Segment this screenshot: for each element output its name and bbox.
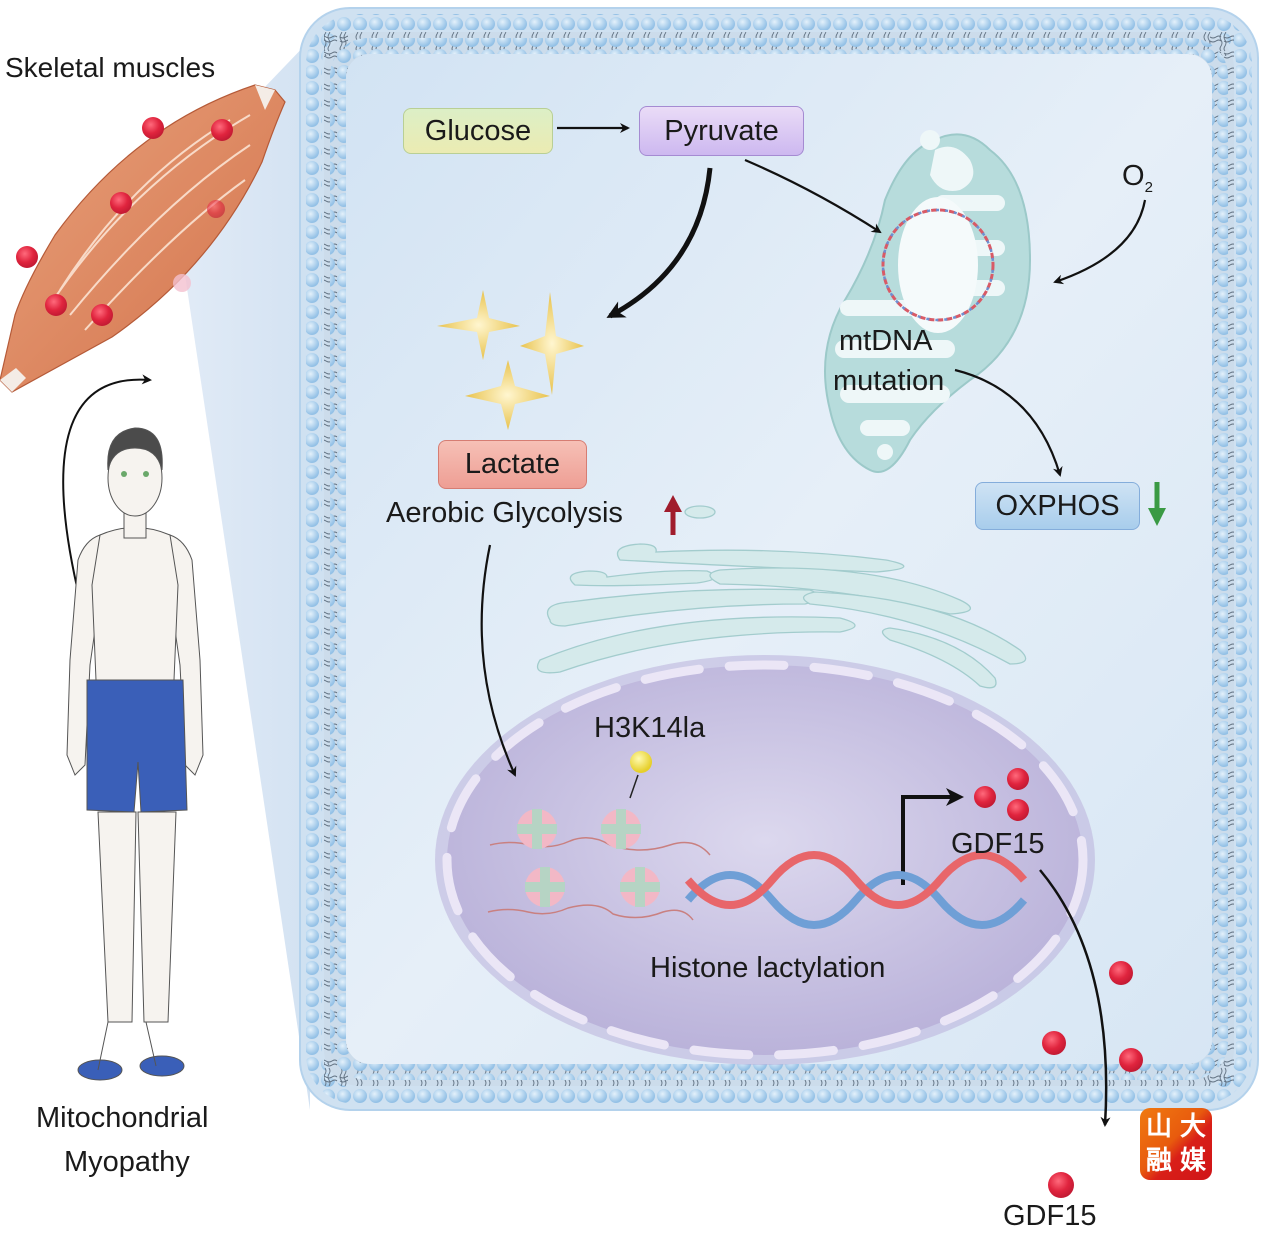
pyruvate-box: Pyruvate: [639, 106, 804, 156]
down-arrow-icon: [1148, 482, 1166, 526]
watermark-char: 融: [1145, 1146, 1172, 1176]
up-arrow-icon: [664, 495, 682, 535]
dna-helix-icon: [684, 851, 1028, 929]
skeletal-muscle-icon: [0, 84, 286, 393]
watermark-char: 媒: [1179, 1146, 1206, 1176]
transcription-start-arrow: [901, 788, 964, 885]
nucleosome: [525, 867, 565, 907]
watermark-char: 大: [1179, 1112, 1206, 1142]
mitochondrion: [824, 130, 1032, 473]
o2-subscript: 2: [1144, 178, 1153, 196]
glucose-box: Glucose: [403, 108, 553, 154]
arrow-pyruvate-to-mitochondrion: [744, 158, 882, 234]
mtdna-label-line2: mutation: [833, 365, 945, 397]
oxphos-box: OXPHOS: [975, 482, 1140, 530]
lactate-box: Lactate: [438, 440, 587, 489]
mtdna-label-line1: mtDNA: [839, 325, 933, 357]
golgi-apparatus: [536, 505, 1027, 689]
watermark-char: 山: [1145, 1112, 1172, 1142]
chromatin: [487, 751, 711, 921]
disease-label-line1: Mitochondrial: [36, 1102, 209, 1134]
gdf15-secreted-label: GDF15: [1003, 1200, 1097, 1232]
nucleus: [435, 655, 1095, 1065]
watermark-logo: 山 大 融 媒: [1140, 1108, 1212, 1180]
lactate-label: Lactate: [464, 448, 561, 480]
gdf15-proteins: [974, 768, 1143, 1198]
arrow-o2-to-mitochondrion: [1053, 199, 1147, 285]
patient-figure-icon: [66, 427, 204, 1081]
lactyl-group-icon: [630, 751, 652, 773]
arrow-pyruvate-to-lactate: [606, 167, 713, 319]
zoom-projection: [185, 40, 310, 1110]
arrow-glycolysis-to-nucleus: [480, 544, 517, 777]
oxphos-label: OXPHOS: [995, 489, 1120, 522]
h3k14la-label: H3K14la: [594, 712, 706, 744]
glucose-label: Glucose: [424, 114, 532, 147]
pyruvate-label: Pyruvate: [664, 114, 779, 147]
nucleosome: [620, 867, 660, 907]
nucleosome: [517, 809, 557, 849]
aerobic-glycolysis-label: Aerobic Glycolysis: [386, 497, 623, 529]
gdf15-nucleus-label: GDF15: [951, 828, 1045, 860]
arrow-gdf15-secretion: [1039, 869, 1111, 1127]
nucleosome: [601, 809, 641, 849]
arrow-body-to-muscle: [62, 374, 152, 601]
arrow-mtdna-to-oxphos: [954, 368, 1063, 477]
o2-main: O: [1122, 160, 1145, 192]
skeletal-muscles-label: Skeletal muscles: [5, 52, 216, 83]
pathway-arrows: [62, 123, 1147, 1127]
o2-label: O2: [1122, 160, 1153, 196]
gdf15-proteins-muscle: [16, 117, 233, 326]
histone-lactylation-label: Histone lactylation: [650, 952, 886, 984]
sparkles-icon: [437, 290, 584, 430]
disease-label-line2: Myopathy: [64, 1146, 190, 1178]
secreted-gdf15-dot: [1048, 1172, 1074, 1198]
